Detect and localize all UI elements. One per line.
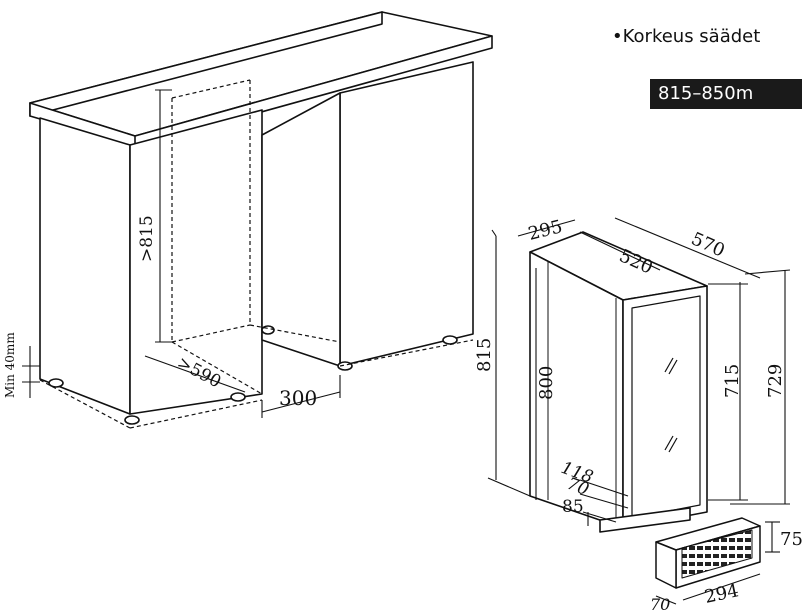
glass-reflection-marks [664,357,678,453]
left-cabinet [39,117,131,415]
kitchen-cabinet [29,11,493,425]
plinth-width-label: 294 [703,580,741,608]
plinth-depth-label: 70 [650,595,670,611]
cabinet-foot [261,325,275,335]
plinth-dimensions [655,521,780,605]
cabinet-foot [230,392,246,402]
right-cabinet-side [261,92,341,367]
adjustable-height-note: •Korkeus säädet [612,26,761,47]
cooler-glass [631,295,701,519]
plinth-vent [655,517,761,589]
cabinet-foot [442,335,458,345]
cabinet-foot [124,415,140,425]
niche-outline [39,79,474,429]
height-range-badge: 815–850m [650,79,802,109]
left-cabinet-front [129,109,263,415]
dim-85-label: 85 [562,497,584,517]
plinth-side [655,541,677,589]
appliance-height-total-label: 815 [474,338,495,372]
cabinet-width-label: 300 [279,386,317,410]
cabinet-height-label: >815 [137,215,157,262]
door-height-label: 715 [722,364,743,398]
cabinet-dimensions [22,89,341,418]
appliance-dimensions [487,217,791,526]
min-gap-label: Min 40mm [3,332,17,398]
appliance-height-body-label: 800 [536,366,557,400]
side-height-label: 729 [765,364,786,398]
right-cabinet-front [339,61,474,367]
cabinet-foot [48,378,64,388]
plinth-height-label: 75 [780,529,802,550]
wine-cooler [529,231,708,533]
plinth-grille [681,529,753,579]
cooler-base [599,507,691,533]
